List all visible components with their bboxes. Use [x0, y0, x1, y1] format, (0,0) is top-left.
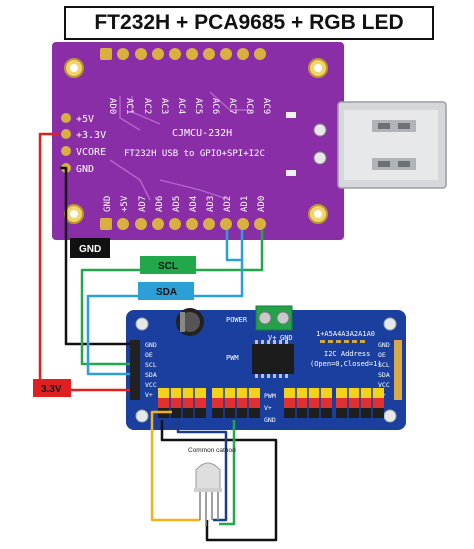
rgb-led: Common cathod — [188, 447, 236, 526]
pin-label: SDA — [378, 371, 390, 379]
pca9685-chip — [252, 340, 294, 378]
wire-led-yellow — [150, 410, 200, 522]
sda-badge: SDA — [138, 282, 194, 300]
gnd-badge: GND — [70, 238, 110, 258]
pin-label: SCL — [378, 361, 390, 369]
ft232h-top-pads — [100, 48, 266, 60]
pin-label: AC7 — [227, 98, 237, 114]
common-cathode-label: Common cathod — [188, 447, 236, 454]
diagram-title: FT232H + PCA9685 + RGB LED — [64, 6, 434, 40]
pin-label: AC6 — [210, 98, 220, 114]
pin-label: SDA — [145, 371, 157, 379]
pin-label: OE — [145, 351, 153, 359]
pin-label: AD5 — [172, 196, 182, 212]
wires — [38, 132, 278, 542]
ft232h-board: AD0 AC1 AC2 AC3 AC4 AC5 AC6 AC7 AC8 AC9 … — [52, 42, 344, 240]
side-label-gnd: GND — [264, 416, 276, 424]
wire-led-navy — [176, 420, 228, 522]
pin-label: OE — [378, 351, 386, 359]
ft232h-description: FT232H USB to GPIO+SPI+I2C — [124, 149, 265, 159]
ft232h-board-name: CJMCU-232H — [172, 128, 232, 139]
ft232h-left-pin-labels: +5V +3.3V VCORE GND — [76, 114, 106, 175]
pin-label: AD3 — [206, 196, 216, 212]
side-label-vplus: V+ — [264, 404, 272, 412]
wire-sda — [86, 230, 244, 376]
pin-label: GND — [145, 341, 157, 349]
pin-label: AD7 — [138, 196, 148, 212]
pin-label: AD2 — [223, 196, 233, 212]
pin-label: AC5 — [193, 98, 203, 114]
pin-label: GND — [378, 341, 390, 349]
pin-label: VCC — [145, 381, 157, 389]
address-bits: 1+A5A4A3A2A1A0 — [316, 330, 375, 338]
address-label: I2C Address — [324, 350, 370, 358]
pin-label: AD6 — [155, 196, 165, 212]
wire-led-cathode — [160, 420, 278, 542]
pin-label: +3.3V — [76, 130, 106, 141]
wire-scl — [80, 230, 264, 366]
terminal-block — [255, 305, 293, 331]
pca9685-left-pins: GND OE SCL SDA VCC V+ — [130, 340, 157, 400]
pwm-label: PWM — [226, 354, 239, 362]
ft232h-bottom-pads — [100, 218, 266, 230]
side-label-pwm: PWM — [264, 392, 276, 400]
sda-label: SDA — [156, 287, 177, 298]
pin-label: AD1 — [240, 196, 250, 212]
address-hint: (Open=0,Closed=1) — [310, 360, 382, 368]
pin-label: AD4 — [189, 196, 199, 212]
wire-gnd — [60, 166, 130, 346]
usb-connector — [337, 101, 447, 189]
scl-badge: SCL — [140, 256, 196, 274]
ft232h-top-pin-labels: AD0 AC1 AC2 AC3 AC4 AC5 AC6 AC7 AC8 AC9 — [107, 98, 271, 114]
pin-label: V+ — [145, 391, 153, 399]
scl-label: SCL — [158, 261, 178, 272]
ft232h-traces — [109, 91, 250, 201]
pin-label: AC1 — [124, 98, 134, 114]
pin-label: VCORE — [76, 147, 106, 158]
pca9685-board: POWER V+ GND PWM 1+A5A4A3A2A1A0 I2C Addr… — [126, 305, 406, 430]
pin-label: GND — [103, 196, 113, 212]
v33-badge: 3.3V — [33, 379, 71, 397]
pin-label: AC9 — [261, 98, 271, 114]
power-label: POWER — [226, 316, 248, 324]
pin-label: SCL — [145, 361, 157, 369]
pin-label: AC3 — [159, 98, 169, 114]
pin-label: VCC — [378, 381, 390, 389]
gnd-label: GND — [79, 244, 101, 255]
terminal-label-vplus: V+ — [268, 334, 276, 342]
pin-label: AC8 — [244, 98, 254, 114]
pca9685-side-labels: PWM V+ GND — [264, 392, 276, 424]
pin-label: AC4 — [176, 98, 186, 114]
pin-label: GND — [76, 164, 94, 175]
wire-3v3 — [38, 132, 130, 392]
ft232h-pcb — [52, 42, 344, 240]
pin-label: AD0 — [107, 98, 117, 114]
terminal-label-gnd: GND — [280, 334, 293, 342]
servo-headers — [158, 388, 384, 418]
ft232h-bottom-pin-labels: GND +5V AD7 AD6 AD5 AD4 AD3 AD2 AD1 AD0 — [103, 195, 267, 212]
pin-label: +5V — [76, 114, 94, 125]
capacitor — [176, 308, 204, 336]
v33-label: 3.3V — [41, 384, 62, 395]
wire-led-green — [219, 420, 236, 526]
pin-label: AC2 — [142, 98, 152, 114]
pin-label: +5V — [120, 195, 130, 212]
pin-label: AD0 — [257, 196, 267, 212]
